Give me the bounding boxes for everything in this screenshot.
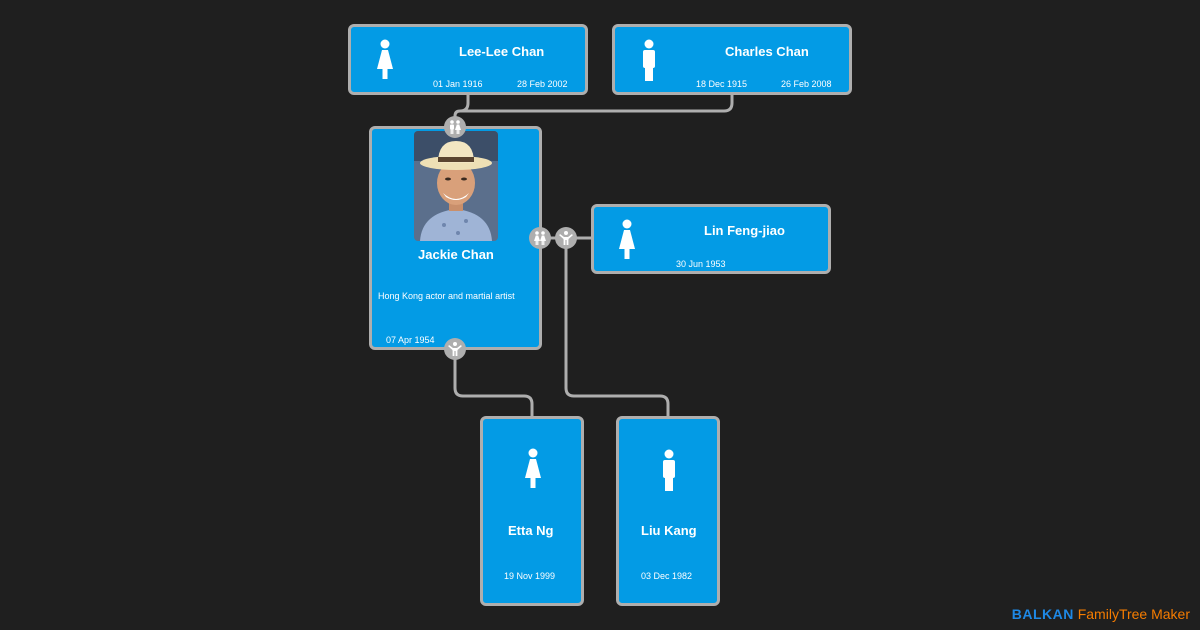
product-name: FamilyTree Maker [1077,606,1190,622]
children-badge[interactable] [555,227,577,249]
person-node-liu-kang[interactable]: Liu Kang 03 Dec 1982 [616,416,720,606]
death-date: 28 Feb 2002 [517,79,568,89]
child-icon [448,342,462,356]
person-node-lin-feng-jiao[interactable]: Lin Feng-jiao 30 Jun 1953 [591,204,831,274]
person-name: Etta Ng [508,523,554,538]
person-node-etta-ng[interactable]: Etta Ng 19 Nov 1999 [480,416,584,606]
person-node-charles-chan[interactable]: Charles Chan 18 Dec 1915 26 Feb 2008 [612,24,852,95]
person-node-jackie-chan[interactable]: Jackie Chan Hong Kong actor and martial … [369,126,542,350]
child-link-liu [564,236,670,418]
birth-date: 01 Jan 1916 [433,79,483,89]
female-person-icon [619,219,635,259]
parents-icon [450,120,461,134]
couple-icon [534,231,546,245]
parents-link [453,91,734,128]
birth-date: 18 Dec 1915 [696,79,748,89]
birth-date: 07 Apr 1954 [386,335,435,345]
male-person-icon [663,449,675,491]
person-name: Charles Chan [725,44,809,59]
death-date: 26 Feb 2008 [781,79,832,89]
person-name: Lin Feng-jiao [704,223,785,238]
child-link-etta [453,346,534,418]
birth-date: 03 Dec 1982 [641,571,693,581]
person-name: Liu Kang [641,523,697,538]
brand-name: BALKAN [1011,606,1074,622]
person-name: Jackie Chan [418,247,494,262]
birth-date: 30 Jun 1953 [676,259,726,269]
parents-badge[interactable] [444,116,466,138]
brand-logo[interactable]: BALKAN FamilyTree Maker [1012,606,1190,622]
person-description: Hong Kong actor and martial artist [378,291,515,301]
female-person-icon [525,448,541,488]
profile-photo [414,131,498,241]
person-name: Lee-Lee Chan [459,44,545,59]
child-icon [559,231,573,245]
children-badge[interactable] [444,338,466,360]
male-person-icon [643,39,655,81]
person-node-lee-lee-chan[interactable]: Lee-Lee Chan 01 Jan 1916 28 Feb 2002 [348,24,588,95]
birth-date: 19 Nov 1999 [504,571,556,581]
female-person-icon [377,39,393,79]
partner-badge[interactable] [529,227,551,249]
